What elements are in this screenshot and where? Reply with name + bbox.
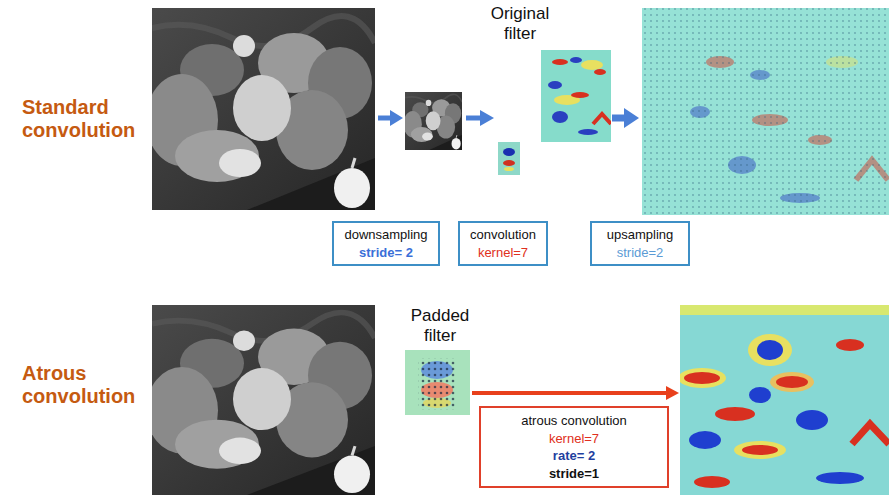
box-text: upsampling (602, 226, 678, 244)
atrous-output-part (757, 340, 783, 360)
flow-arrow (466, 110, 494, 126)
atrous-output-part (680, 305, 889, 315)
flow-arrow-part (378, 116, 392, 121)
padded-filter-part (405, 350, 470, 415)
atrous-output-part (734, 441, 786, 459)
atrous-output-part (742, 445, 778, 455)
box-text: downsampling (344, 226, 427, 244)
original-filter (498, 142, 520, 175)
original-filter-part (503, 148, 515, 156)
padded-filter-part (418, 358, 457, 410)
flow-arrow-part (480, 110, 494, 126)
atrous-output-part (796, 410, 828, 430)
filter-response-part (548, 81, 562, 89)
filter-response-part (541, 50, 611, 142)
atrous-output-part (776, 376, 808, 388)
filter-response-part (571, 92, 589, 98)
operation-box: convolutionkernel=7 (458, 221, 548, 266)
flow-arrow (472, 386, 679, 400)
downsampled-photo (403, 92, 462, 150)
label-text: Standard convolution (22, 96, 135, 141)
atrous-output (680, 305, 889, 495)
filter-response-part (552, 59, 568, 65)
filter-response-part (594, 69, 606, 75)
flow-arrow-part (472, 391, 668, 395)
box-text: atrous convolution (495, 412, 653, 430)
filter-caption: Padded filter (398, 306, 482, 345)
operation-box: atrous convolutionkernel=7rate= 2stride=… (479, 406, 669, 488)
original-filter-part (498, 142, 520, 175)
input-photo (146, 8, 375, 210)
box-text: stride= 2 (344, 244, 427, 262)
atrous-output-part (680, 305, 889, 495)
filter-response-part (570, 57, 582, 63)
filter-response-part (578, 129, 598, 135)
upsampled-output (642, 8, 889, 215)
upsampled-output-part (642, 8, 889, 215)
atrous-output-part (748, 334, 792, 366)
flow-arrow (612, 108, 639, 128)
original-filter-part (504, 167, 514, 171)
operation-box: upsamplingstride=2 (590, 221, 690, 266)
filter-response (541, 50, 611, 142)
label-text: Original filter (491, 4, 550, 43)
box-text: kernel=7 (470, 244, 536, 262)
flow-arrow-part (612, 115, 626, 122)
flow-arrow (378, 110, 403, 126)
input-photo (146, 305, 375, 495)
box-text: stride=2 (602, 244, 678, 262)
flow-arrow-part (624, 108, 639, 128)
atrous-output-part (852, 424, 889, 444)
operation-box: downsamplingstride= 2 (332, 221, 439, 266)
atrous-output-part (694, 476, 730, 488)
upsampled-output-part (642, 8, 889, 215)
box-text: rate= 2 (495, 447, 653, 465)
filter-response-part (593, 114, 611, 124)
box-text: kernel=7 (495, 430, 653, 448)
row-title: Standard convolution (22, 96, 150, 142)
atrous-output-part (816, 472, 864, 484)
filter-response-part (552, 111, 568, 123)
atrous-output-part (770, 372, 814, 392)
atrous-output-part (689, 431, 721, 449)
box-text: convolution (470, 226, 536, 244)
padded-filter (405, 350, 470, 415)
atrous-output-part (836, 339, 864, 351)
flow-arrow-part (466, 116, 482, 121)
flow-arrow-part (390, 110, 403, 126)
label-text: Padded filter (411, 306, 470, 345)
atrous-output-part (715, 407, 755, 421)
filter-response-part (581, 60, 603, 70)
filter-caption: Original filter (474, 4, 566, 43)
atrous-output-part (680, 368, 726, 388)
row-title: Atrous convolution (22, 362, 150, 408)
label-text: Atrous convolution (22, 362, 135, 407)
original-filter-part (503, 160, 515, 166)
box-text: stride=1 (495, 465, 653, 483)
atrous-output-part (684, 372, 720, 384)
atrous-output-part (749, 387, 771, 403)
flow-arrow-part (666, 386, 679, 400)
